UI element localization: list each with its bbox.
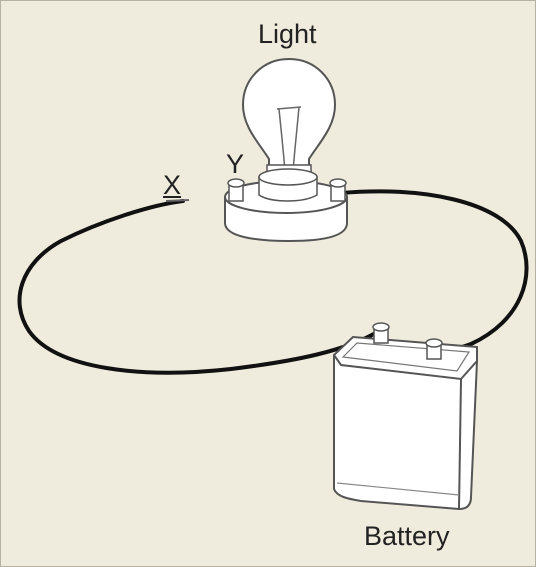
light-bulb-icon (224, 57, 348, 243)
point-x-label: X (163, 170, 182, 200)
light-label: Light (258, 19, 317, 49)
wire-end-x (165, 199, 190, 202)
wire-right-loop (339, 189, 529, 352)
battery-icon (332, 322, 478, 511)
point-y-label: Y (226, 149, 245, 179)
battery-label: Battery (364, 521, 450, 551)
wire-left-loop (17, 199, 381, 375)
